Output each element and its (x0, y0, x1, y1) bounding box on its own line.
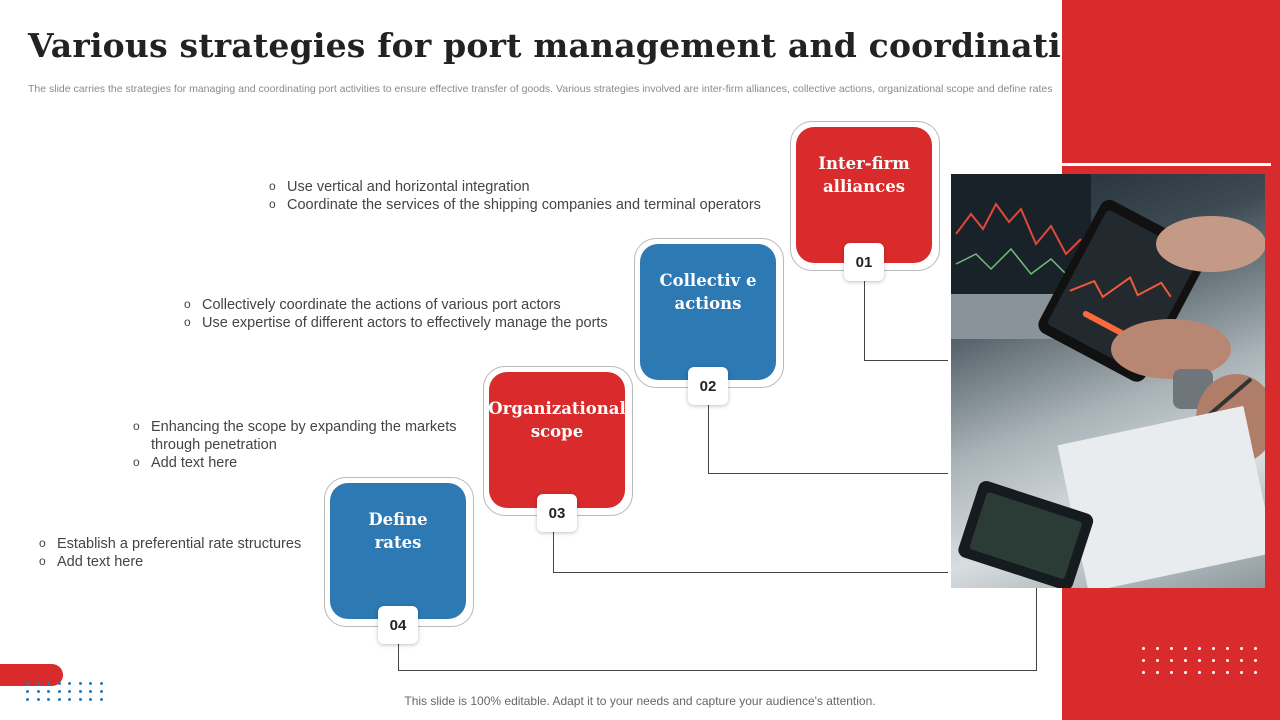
decorative-dot (57, 682, 61, 685)
decorative-dot (1184, 659, 1187, 662)
decorative-dot (47, 682, 50, 685)
decorative-dot (99, 698, 103, 701)
bullet-item: Use vertical and horizontal integration (269, 177, 789, 196)
decorative-dot (1212, 671, 1215, 674)
decorative-dot (1170, 671, 1173, 674)
decorative-dot (1198, 659, 1201, 662)
bullet-item: Add text here (133, 453, 473, 472)
bullet-item: Collectively coordinate the actions of v… (184, 295, 629, 314)
connector-line-02-h (708, 473, 950, 474)
connector-line-03-v (553, 531, 554, 572)
bullet-item: Establish a preferential rate structures (39, 534, 329, 553)
connector-line-01-h (864, 360, 950, 361)
bullet-list-organizational-scope: Enhancing the scope by expanding the mar… (133, 417, 473, 472)
decorative-dot (68, 698, 71, 701)
decorative-dot (99, 682, 103, 685)
footer-note: This slide is 100% editable. Adapt it to… (404, 694, 876, 708)
step-tile-label: Organizational scope (488, 372, 626, 508)
decorative-dot (1240, 659, 1243, 662)
decorative-dot (99, 690, 103, 693)
decorative-dot (1254, 671, 1257, 674)
bullet-item: Use expertise of different actors to eff… (184, 313, 629, 332)
decorative-dot (1142, 659, 1145, 662)
bullet-item: Add text here (39, 552, 329, 571)
decorative-dot (89, 690, 92, 693)
bullet-list-inter-firm-alliances: Use vertical and horizontal integration … (269, 177, 789, 214)
decorative-dot (1226, 659, 1229, 662)
decorative-dot (78, 698, 82, 701)
decorative-dot (1156, 671, 1159, 674)
decorative-dot (89, 682, 92, 685)
connector-line-03-h (553, 572, 950, 573)
decorative-dot (1156, 659, 1159, 662)
decorative-dot (1198, 671, 1201, 674)
decorative-dot (57, 690, 61, 693)
decorative-dot (36, 682, 40, 685)
decorative-dot (1142, 671, 1145, 674)
business-photo (951, 174, 1265, 588)
connector-line-04-r (1036, 588, 1037, 671)
step-number-badge: 01 (844, 243, 884, 281)
decorative-dot (1198, 647, 1201, 650)
decorative-dot (1226, 647, 1229, 650)
blue-dot-grid-decoration (26, 682, 106, 704)
step-number-badge: 03 (537, 494, 577, 532)
decorative-dot (36, 698, 40, 701)
page-title: Various strategies for port management a… (28, 26, 1108, 65)
decorative-dot (26, 698, 29, 701)
step-tile-label: Collectiv e actions (640, 244, 776, 380)
decorative-dot (68, 682, 71, 685)
decorative-dot (26, 682, 29, 685)
red-pill-decoration (0, 664, 63, 686)
decorative-dot (36, 690, 40, 693)
connector-line-02-v (708, 404, 709, 473)
connector-line-01-v (864, 280, 865, 360)
decorative-dot (47, 690, 50, 693)
decorative-dot (1226, 671, 1229, 674)
decorative-dot (1240, 647, 1243, 650)
step-number-badge: 04 (378, 606, 418, 644)
step-tile-label: Define rates (330, 483, 466, 619)
decorative-dot (26, 690, 29, 693)
decorative-dot (1184, 671, 1187, 674)
decorative-dot (68, 690, 71, 693)
decorative-dot (78, 682, 82, 685)
step-tile-label: Inter-firm alliances (796, 127, 932, 263)
decorative-dot (1240, 671, 1243, 674)
decorative-dot (1254, 647, 1257, 650)
decorative-dot (78, 690, 82, 693)
bullet-list-collective-actions: Collectively coordinate the actions of v… (184, 295, 629, 332)
bullet-list-define-rates: Establish a preferential rate structures… (39, 534, 329, 571)
step-number-badge: 02 (688, 367, 728, 405)
decorative-dot (1156, 647, 1159, 650)
decorative-dot (1212, 659, 1215, 662)
photo-frame (948, 163, 1271, 594)
decorative-dot (1184, 647, 1187, 650)
page-subtitle: The slide carries the strategies for man… (28, 83, 1053, 95)
connector-line-04-h (398, 670, 1037, 671)
decorative-dot (1212, 647, 1215, 650)
decorative-dot (89, 698, 92, 701)
decorative-dot (57, 698, 61, 701)
decorative-dot (1170, 659, 1173, 662)
decorative-dot (1254, 659, 1257, 662)
decorative-dot (1170, 647, 1173, 650)
bullet-item: Enhancing the scope by expanding the mar… (133, 417, 473, 454)
white-dot-grid-decoration (1142, 647, 1257, 677)
connector-line-04-v (398, 643, 399, 670)
decorative-dot (47, 698, 50, 701)
bullet-item: Coordinate the services of the shipping … (269, 195, 789, 214)
decorative-dot (1142, 647, 1145, 650)
